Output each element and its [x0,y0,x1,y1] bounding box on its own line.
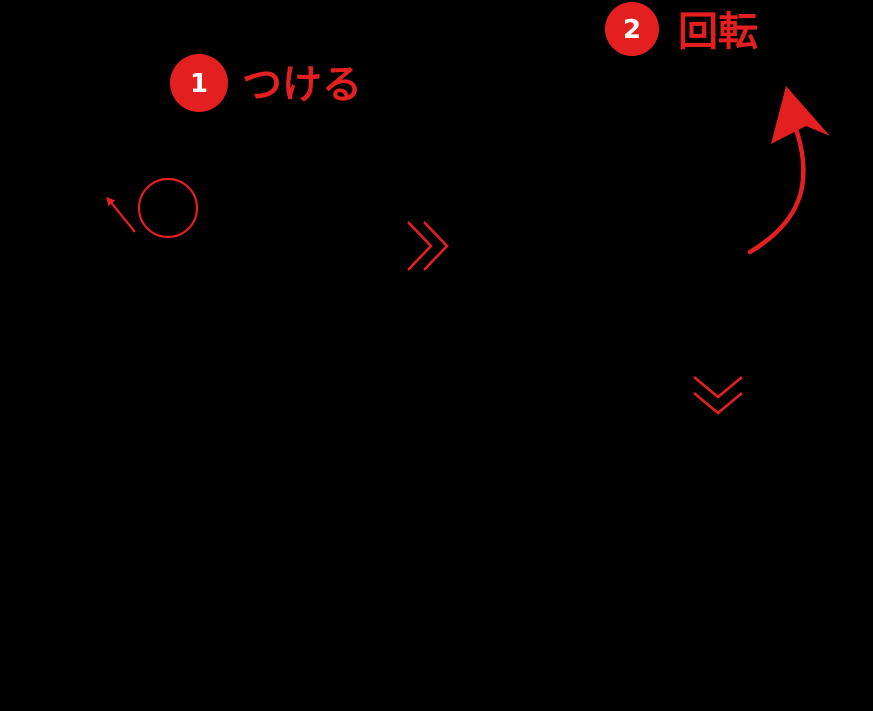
curved-arrow-up-icon [747,86,830,255]
double-chevron-right-icon [407,221,449,271]
step-1-badge [170,54,228,112]
step-2-group: 2 回転 [605,2,758,56]
step-1-group: 1 つける [170,54,362,112]
double-chevron-down-icon [693,376,743,415]
step-1-label: つける [242,62,362,108]
step-2-badge [605,2,659,56]
step-1-number: 1 [190,69,208,99]
step-2-label: 回転 [678,9,758,55]
circle-with-small-arrow-icon [106,177,199,239]
step-2-number: 2 [623,15,641,45]
